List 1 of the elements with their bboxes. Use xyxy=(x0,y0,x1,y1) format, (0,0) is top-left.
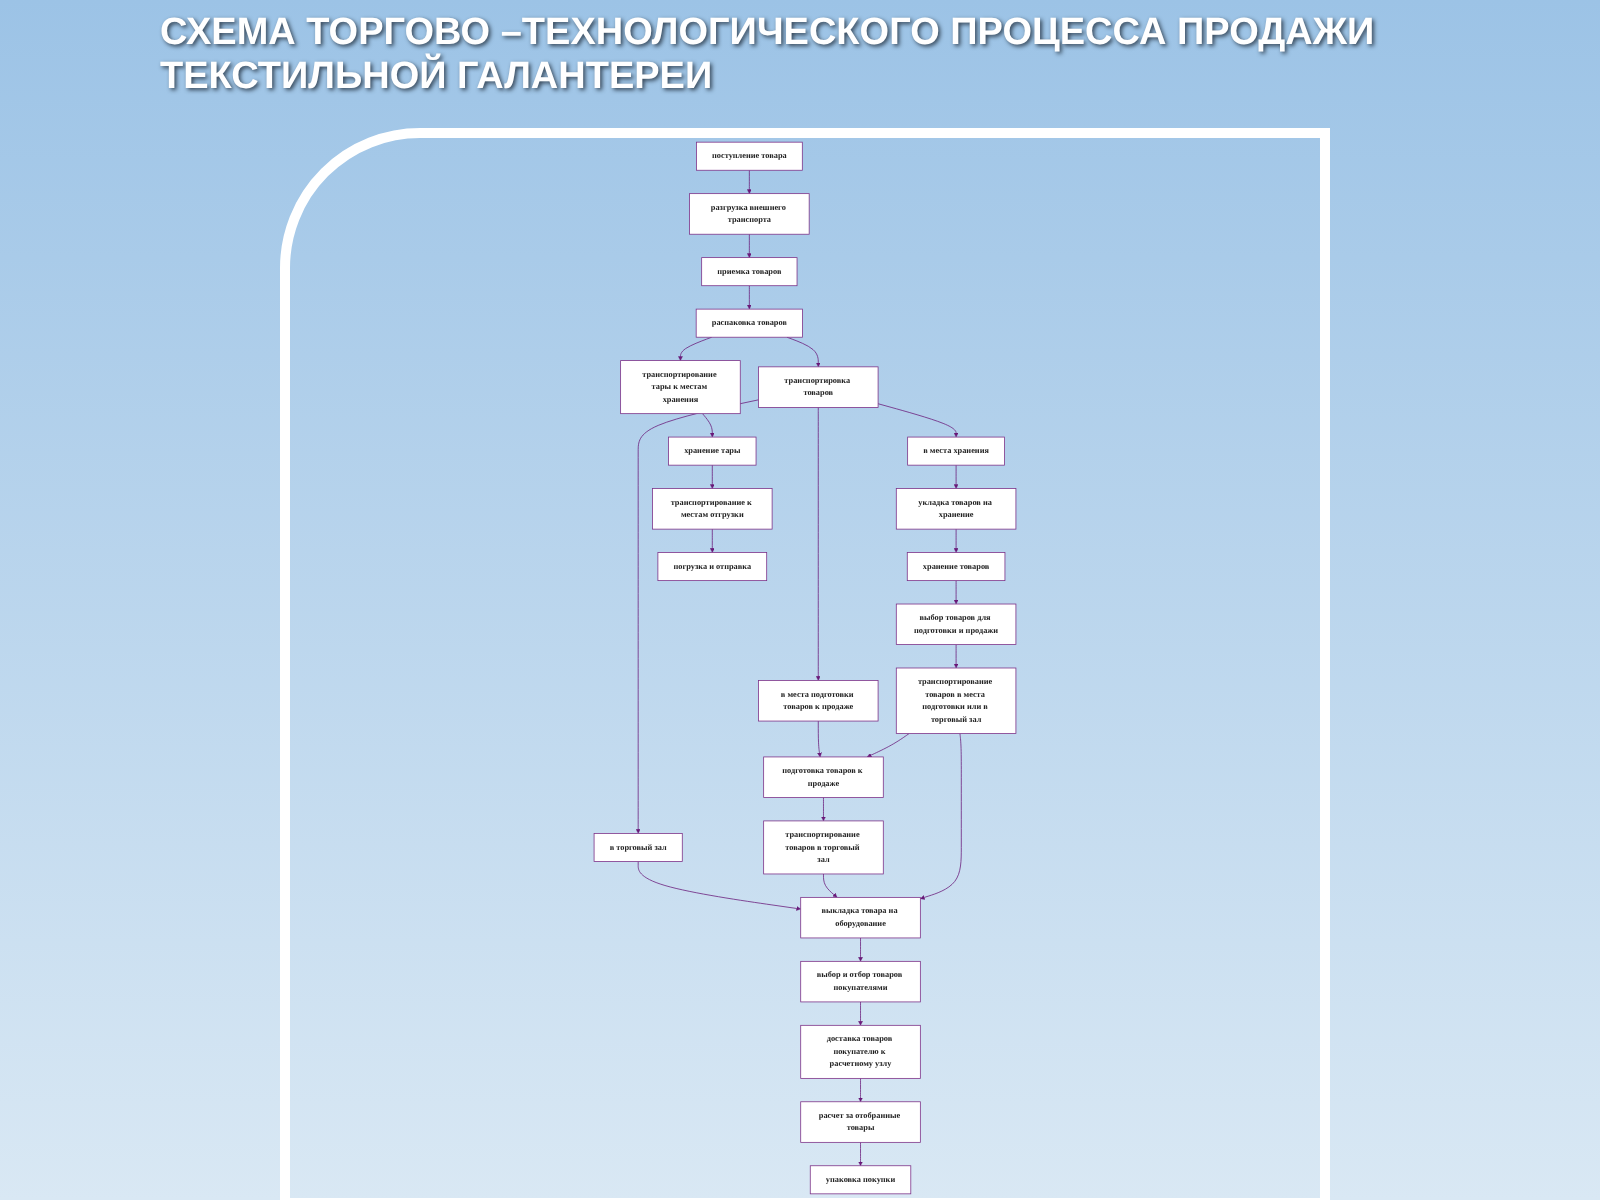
title: СХЕМА ТОРГОВО –ТЕХНОЛОГИЧЕСКОГО ПРОЦЕССА ПРОДАЖИ ТЕКСТИЛЬНОЙ ГАЛАНТЕРЕИ xyxy=(160,12,1377,100)
